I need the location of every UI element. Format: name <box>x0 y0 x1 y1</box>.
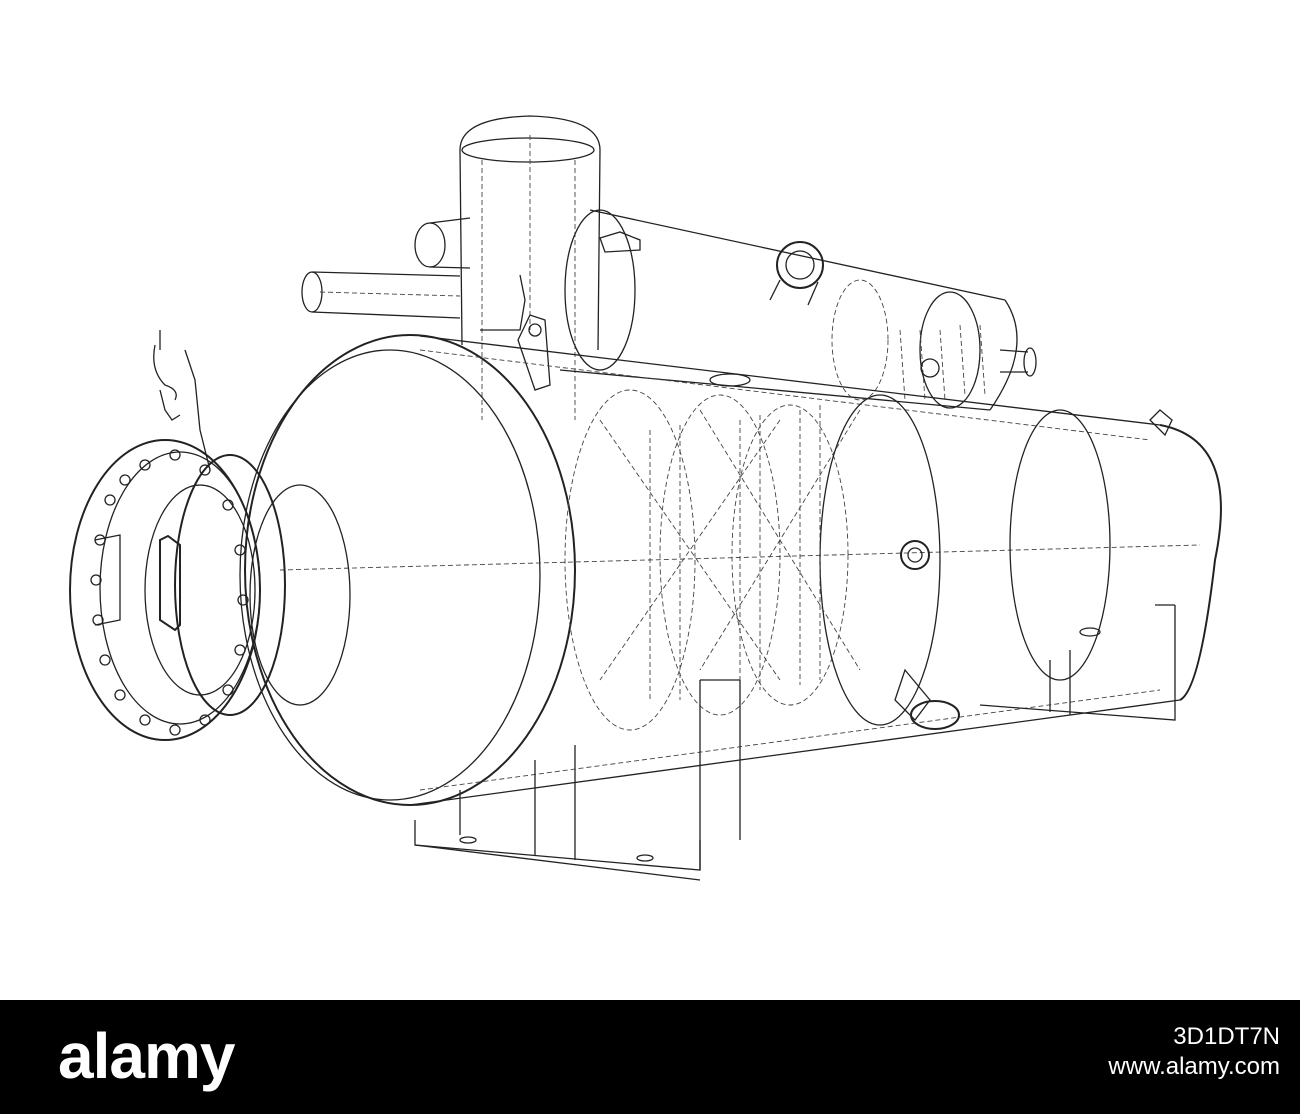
front-flange <box>69 330 351 741</box>
lifting-lug <box>517 314 551 391</box>
stock-footer-bar: alamy 3D1DT7N www.alamy.com <box>0 1000 1300 1114</box>
alamy-logo: alamy <box>58 1020 235 1092</box>
saddle-supports <box>414 604 1176 881</box>
image-meta: 3D1DT7N www.alamy.com <box>1108 1022 1280 1082</box>
main-vessel <box>239 334 1222 806</box>
site-url-label: www.alamy.com <box>1108 1053 1280 1080</box>
pressure-vessel-drawing <box>69 115 1222 881</box>
upper-vessel <box>414 209 1037 411</box>
image-id-label: 3D1DT7N <box>1173 1023 1280 1050</box>
vertical-tower <box>459 115 601 420</box>
inlet-pipe <box>301 271 526 331</box>
